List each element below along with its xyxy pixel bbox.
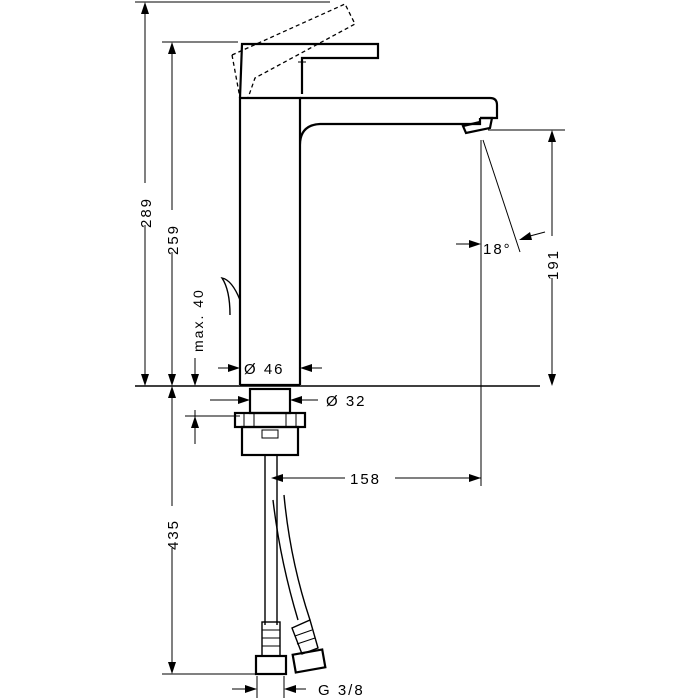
dim-191-label: 191 [545, 249, 562, 280]
dim-dia46: Ø 46 [218, 358, 322, 378]
dim-g38-label: G 3/8 [318, 682, 365, 699]
dim-289: 289 [135, 1, 330, 386]
dim-dia46-label: Ø 46 [244, 361, 285, 378]
dim-289-label: 289 [138, 197, 155, 228]
dim-g38: G 3/8 [232, 676, 365, 699]
dim-dia32: Ø 32 [210, 393, 367, 410]
dim-max40-label: max. 40 [190, 288, 206, 352]
faucet-body [220, 3, 499, 387]
dim-dia32-label: Ø 32 [326, 393, 367, 410]
dim-spray-angle-label: 18° [483, 241, 512, 258]
dim-259: 259 [162, 41, 238, 386]
dim-max40: max. 40 [185, 288, 240, 444]
dim-435: 435 [162, 386, 258, 675]
dim-191: 191 [488, 129, 565, 386]
dim-435-label: 435 [165, 519, 182, 550]
dim-158: 158 [271, 140, 482, 488]
mounting-shank [233, 387, 307, 457]
dim-spray-angle: 18° [456, 139, 546, 258]
supply-hoses [254, 455, 327, 676]
dim-259-label: 259 [165, 224, 182, 255]
dim-158-label: 158 [350, 471, 381, 488]
